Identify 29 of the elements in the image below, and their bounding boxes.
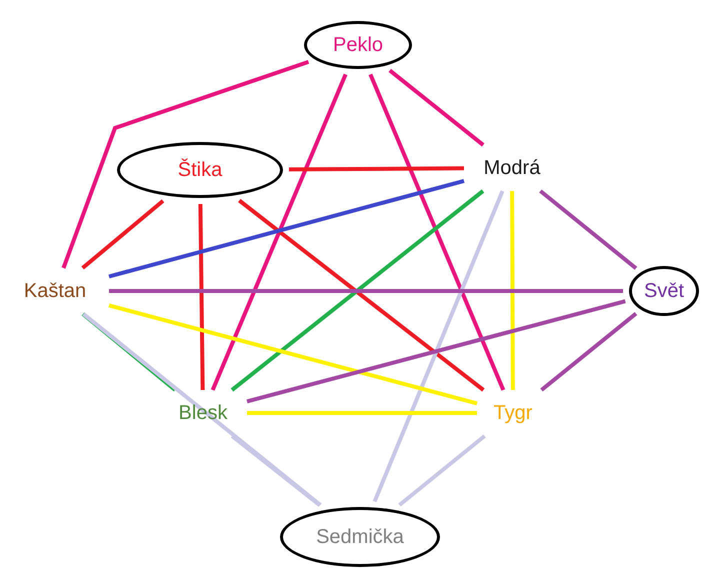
connector-line [108, 303, 478, 406]
node-label: Štika [178, 158, 222, 182]
node-label: Sedmička [316, 526, 404, 548]
connector-line [230, 434, 321, 507]
connector-line [540, 312, 638, 392]
connector-line [288, 166, 464, 172]
connector-line [368, 74, 506, 391]
connector-line [62, 60, 310, 269]
node-label: Kaštan [24, 280, 86, 302]
connector-line [388, 68, 484, 147]
connector-line [82, 312, 322, 507]
connector-line [82, 312, 176, 392]
connector-line [109, 289, 623, 293]
connector-line [81, 199, 164, 270]
connector-line [247, 411, 477, 415]
connector-line [372, 190, 504, 502]
connector-line [539, 189, 638, 270]
connector-line [398, 434, 486, 507]
node-label: Blesk [178, 402, 228, 424]
connector-line [108, 178, 465, 278]
node-label: Tygr [494, 402, 532, 424]
connector-line [198, 204, 205, 390]
node-label: Svět [644, 280, 684, 302]
node-label: Modrá [484, 156, 540, 180]
connector-line [246, 299, 626, 404]
connector-line [210, 74, 348, 391]
ellipse-node [629, 266, 699, 316]
node-label: Peklo [332, 34, 384, 56]
connector-line [510, 191, 515, 390]
